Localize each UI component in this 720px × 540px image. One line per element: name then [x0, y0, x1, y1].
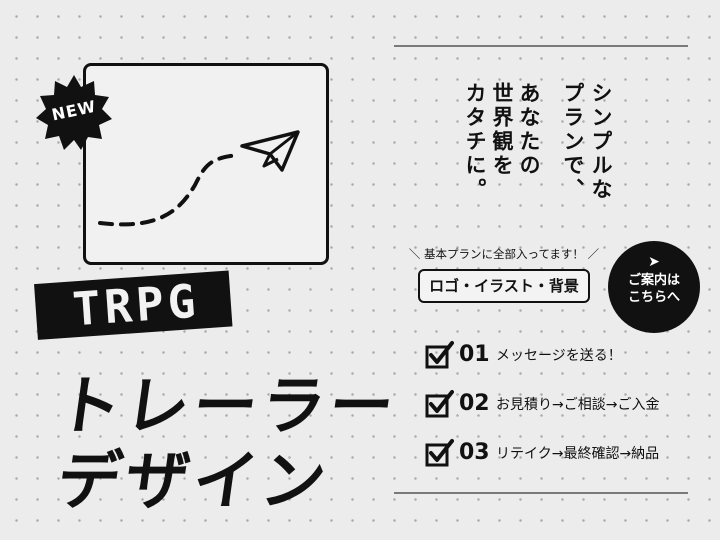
guide-line-2: こちらへ — [627, 290, 680, 305]
paper-plane-icon — [240, 130, 300, 172]
copy-column-3: あなたの — [517, 82, 541, 178]
top-rule — [394, 45, 688, 47]
step-label: お見積り→ご相談→ご入金 — [496, 397, 660, 413]
step-number: 01 — [459, 342, 490, 367]
copy-column-5: カタチに。 — [463, 82, 487, 202]
illustration-frame — [83, 63, 329, 265]
guide-button-label: ご案内は こちらへ — [608, 272, 700, 306]
dashed-flight-path — [98, 153, 240, 227]
checkbox-checked-icon — [425, 341, 454, 369]
plan-included-items: ロゴ・イラスト・背景 — [418, 269, 590, 303]
step-02: 02 お見積り→ご相談→ご入金 — [424, 389, 714, 421]
plan-included-caption: ＼ 基本プランに全部入ってます！ ／ — [408, 247, 600, 261]
copy-column-4: 世界観を — [490, 82, 514, 178]
arrow-right-icon: ➤ — [648, 254, 660, 270]
bottom-rule — [394, 492, 688, 494]
copy-column-1: シンプルな — [589, 82, 613, 202]
checkbox-checked-icon — [425, 439, 454, 467]
step-label: リテイク→最終確認→納品 — [496, 446, 660, 462]
flight-path-illustration — [98, 130, 300, 227]
guide-button[interactable]: ➤ ご案内は こちらへ — [608, 241, 700, 333]
step-01: 01 メッセージを送る！ — [424, 340, 714, 372]
copy-column-2: プランで、 — [561, 82, 585, 202]
guide-line-1: ご案内は — [627, 273, 680, 288]
checkbox-checked-icon — [425, 390, 454, 418]
step-number: 03 — [459, 440, 490, 465]
step-label: メッセージを送る！ — [496, 348, 622, 364]
step-03: 03 リテイク→最終確認→納品 — [424, 438, 714, 470]
new-badge-icon — [34, 73, 114, 153]
title-design: デザイン — [51, 445, 335, 519]
step-number: 02 — [459, 391, 490, 416]
